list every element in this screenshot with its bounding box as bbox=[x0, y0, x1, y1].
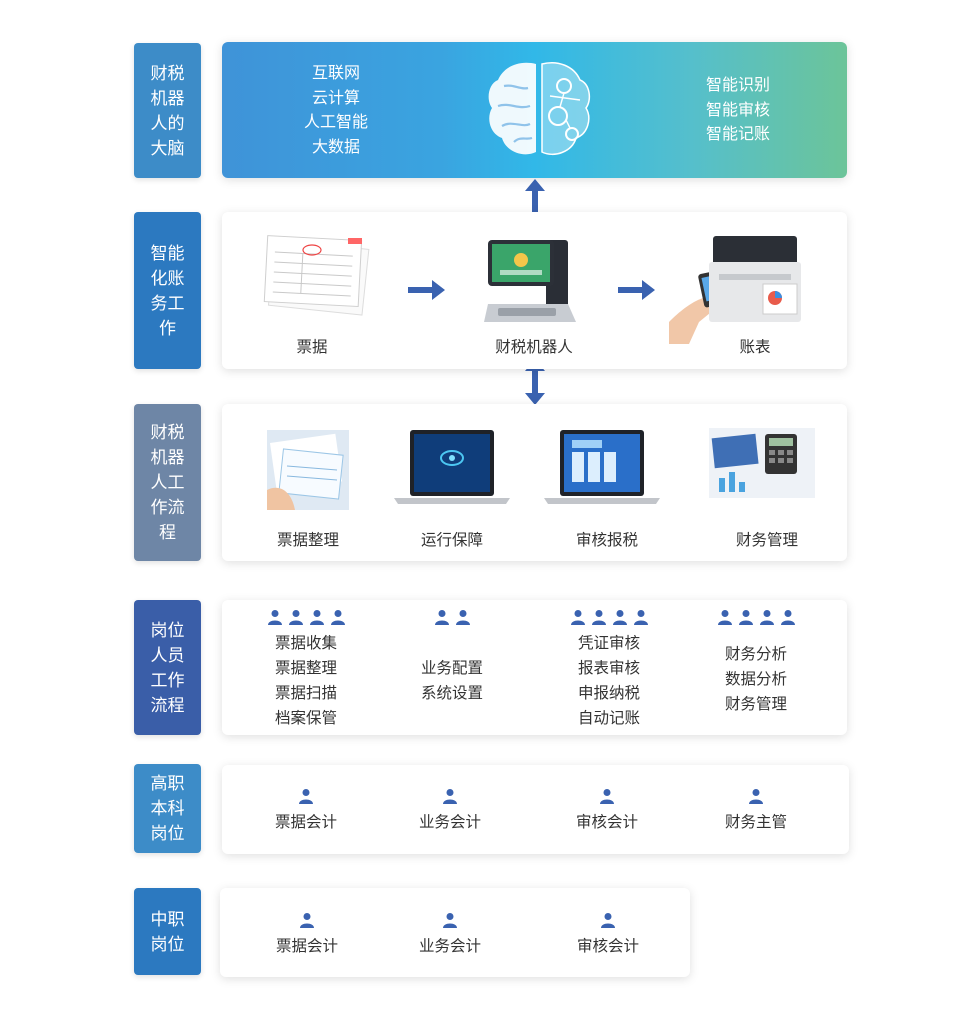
step-label: 财税机器人 bbox=[495, 339, 573, 356]
position-label: 票据会计 bbox=[274, 814, 337, 831]
double-arrow-icon bbox=[525, 359, 545, 405]
person-icon bbox=[267, 610, 282, 625]
row-label-junior: 中职岗位 bbox=[134, 888, 201, 975]
task-item: 票据整理 bbox=[274, 660, 337, 677]
flow-panel: 票据整理 运行保障 审核报税 财务管理 bbox=[222, 404, 847, 561]
people-group-icon bbox=[256, 609, 356, 627]
person-icon bbox=[330, 610, 345, 625]
person-icon bbox=[434, 610, 449, 625]
roles-column-1: 票据收集 票据整理 票据扫描 档案保管 bbox=[256, 609, 356, 731]
laptop-icon bbox=[394, 430, 510, 504]
flow-item-label: 票据整理 bbox=[276, 532, 339, 549]
senior-position: 审核会计 bbox=[557, 788, 657, 835]
position-label: 业务会计 bbox=[418, 814, 481, 831]
brain-icon bbox=[488, 62, 591, 156]
task-item: 凭证审核 bbox=[577, 635, 640, 652]
senior-position: 财务主管 bbox=[706, 788, 806, 835]
brain-left-item: 大数据 bbox=[311, 138, 360, 156]
senior-position: 票据会计 bbox=[256, 788, 356, 835]
person-icon bbox=[288, 610, 303, 625]
task-item: 数据分析 bbox=[724, 671, 787, 688]
calculator-photo-icon bbox=[709, 428, 815, 498]
person-icon bbox=[570, 610, 585, 625]
task-item: 财务管理 bbox=[724, 696, 787, 713]
person-icon bbox=[309, 610, 324, 625]
row-label-brain: 财税机器人的大脑 bbox=[134, 43, 201, 178]
flow-item-label: 财务管理 bbox=[735, 532, 798, 549]
brain-left-item: 互联网 bbox=[311, 65, 360, 82]
robot-terminal-icon bbox=[484, 240, 576, 322]
person-icon bbox=[299, 789, 313, 804]
brain-right-item: 智能审核 bbox=[705, 101, 770, 119]
person-icon bbox=[749, 789, 763, 804]
brain-right-list: 智能识别 智能审核 智能记账 bbox=[696, 74, 780, 148]
roles-panel: 票据收集 票据整理 票据扫描 档案保管 业务配置 系统设置 凭证审核 报表审核 … bbox=[222, 600, 847, 735]
printer-icon bbox=[669, 236, 801, 344]
people-group-icon bbox=[402, 609, 502, 627]
roles-column-4: 财务分析 数据分析 财务管理 bbox=[706, 609, 806, 717]
roles-column-3: 凭证审核 报表审核 申报纳税 自动记账 bbox=[559, 609, 659, 731]
smart-panel: 票据 财税机器人 账表 bbox=[222, 212, 847, 369]
brain-left-item: 云计算 bbox=[311, 89, 360, 107]
flow-item-label: 审核报税 bbox=[575, 532, 638, 549]
task-item: 申报纳税 bbox=[577, 685, 640, 702]
person-icon bbox=[601, 913, 615, 928]
position-label: 财务主管 bbox=[724, 814, 787, 831]
person-icon bbox=[443, 913, 457, 928]
position-label: 审核会计 bbox=[576, 938, 639, 955]
junior-panel: 票据会计 业务会计 审核会计 bbox=[220, 888, 690, 977]
position-label: 审核会计 bbox=[575, 814, 638, 831]
person-icon bbox=[738, 610, 753, 625]
step-label: 账表 bbox=[739, 339, 771, 356]
arrow-right-icon bbox=[408, 280, 445, 300]
laptop-audit-icon bbox=[544, 430, 660, 504]
brain-right-item: 智能识别 bbox=[705, 77, 770, 94]
task-item: 系统设置 bbox=[420, 685, 483, 702]
task-item: 业务配置 bbox=[420, 660, 483, 677]
person-icon bbox=[443, 789, 457, 804]
position-label: 业务会计 bbox=[418, 938, 481, 955]
position-label: 票据会计 bbox=[275, 938, 338, 955]
task-item: 自动记账 bbox=[577, 710, 640, 727]
row-label-senior: 高职本科岗位 bbox=[134, 764, 201, 853]
invoice-icon bbox=[263, 235, 370, 316]
task-item: 财务分析 bbox=[724, 646, 787, 663]
row-label-flow: 财税机器人工作流程 bbox=[134, 404, 201, 561]
flow-item-label: 运行保障 bbox=[420, 532, 483, 549]
person-icon bbox=[455, 610, 470, 625]
brain-left-list: 互联网 云计算 人工智能 大数据 bbox=[296, 62, 376, 160]
brain-panel: 互联网 云计算 人工智能 大数据 智能识别 智能审核 智能记账 bbox=[222, 42, 847, 178]
step-label: 票据 bbox=[296, 339, 328, 356]
people-group-icon bbox=[559, 609, 659, 627]
person-icon bbox=[612, 610, 627, 625]
roles-column-2: 业务配置 系统设置 bbox=[402, 609, 502, 706]
receipts-photo-icon bbox=[267, 430, 349, 510]
junior-position: 审核会计 bbox=[558, 912, 658, 959]
brain-right-item: 智能记账 bbox=[705, 126, 770, 143]
row-label-roles: 岗位人员工作流程 bbox=[134, 600, 201, 735]
task-item: 票据扫描 bbox=[274, 685, 337, 702]
task-item: 报表审核 bbox=[577, 660, 640, 677]
people-group-icon bbox=[706, 609, 806, 627]
person-icon bbox=[759, 610, 774, 625]
brain-left-item: 人工智能 bbox=[303, 114, 368, 131]
person-icon bbox=[717, 610, 732, 625]
junior-position: 业务会计 bbox=[400, 912, 500, 959]
person-icon bbox=[300, 913, 314, 928]
task-item: 档案保管 bbox=[274, 710, 337, 727]
senior-position: 业务会计 bbox=[400, 788, 500, 835]
row-label-smart: 智能化账务工作 bbox=[134, 212, 201, 369]
person-icon bbox=[780, 610, 795, 625]
person-icon bbox=[633, 610, 648, 625]
arrow-right-icon bbox=[618, 280, 655, 300]
person-icon bbox=[591, 610, 606, 625]
senior-panel: 票据会计 业务会计 审核会计 财务主管 bbox=[222, 765, 849, 854]
junior-position: 票据会计 bbox=[257, 912, 357, 959]
task-item: 票据收集 bbox=[274, 635, 337, 652]
person-icon bbox=[600, 789, 614, 804]
